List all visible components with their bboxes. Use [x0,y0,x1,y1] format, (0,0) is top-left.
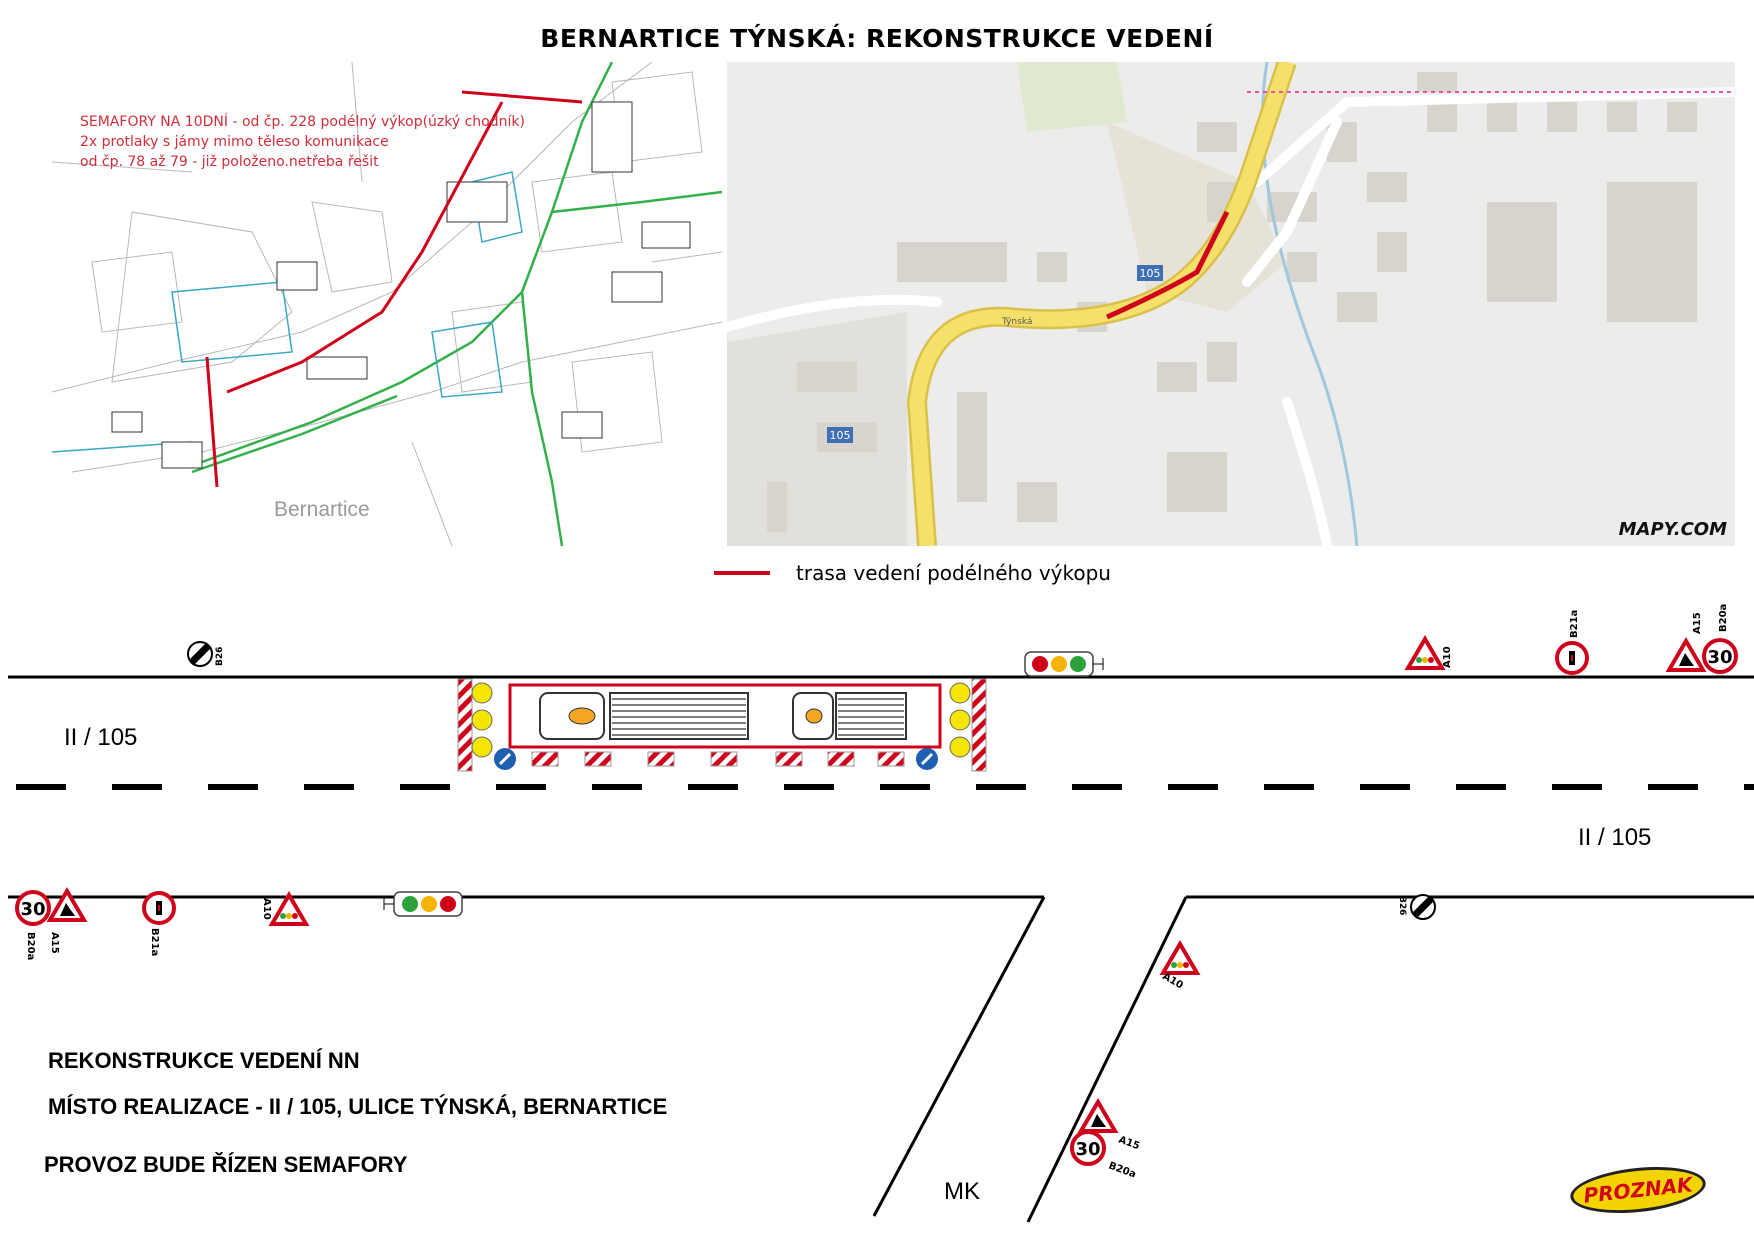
cad-note-line: 2x protlaky s jámy mimo těleso komunikac… [80,134,389,150]
sign-code-label: B20a [25,932,36,960]
speed-limit-value: 30 [1707,647,1732,668]
traffic-light-north [1024,651,1104,677]
map-route-line [1105,210,1230,320]
speed-limit-value: 30 [1075,1139,1100,1160]
sign-code-label: B20a [1718,604,1729,632]
cad-plan-drawing [52,62,722,546]
warning-light [471,682,493,704]
a15-sign-icon [48,889,86,922]
work-area-outline [508,683,942,749]
b26-sign-icon [188,642,212,666]
map-drawing: 105 105 Týnská [727,62,1735,546]
route-badge-label: 105 [1140,267,1161,280]
sign-code-label: B21a [1569,610,1580,638]
a15-sign-icon [1667,639,1705,672]
cad-route-crossing-north [461,90,583,104]
b26-sign-icon [1411,895,1435,919]
route-badge: 105 [1137,265,1163,281]
warning-light [949,709,971,731]
route-badge: 105 [827,427,853,443]
warning-light [471,736,493,758]
cad-notes: SEMAFORY NA 10DNÍ - od čp. 228 podélný v… [80,112,525,172]
a10-sign-icon [1406,637,1444,670]
sign-code-label: A10 [1442,646,1453,668]
cad-town-label: Bernartice [274,498,370,521]
side-road-label: MK [944,1178,980,1205]
keep-right-sign-icon [492,746,518,772]
sign-code-label: B26 [215,647,225,666]
page-title: BERNARTICE TÝNSKÁ: REKONSTRUKCE VEDENÍ [540,24,1214,53]
cad-plan-panel: SEMAFORY NA 10DNÍ - od čp. 228 podélný v… [52,62,722,546]
speed-limit-value: 30 [20,899,45,920]
legend: trasa vedení podélného výkopu [714,558,1111,588]
barrier-board [531,751,905,767]
a15-sign-icon [1079,1100,1117,1133]
keep-right-sign-icon [914,746,940,772]
cad-route-line [226,101,504,394]
proznak-logo-text: PROZNAK [1582,1172,1694,1208]
mapy-logo-text: MAPY.COM [1618,519,1727,540]
cad-route-crossing [205,356,219,488]
map-road-label: Týnská [1001,317,1032,327]
mapy-logo: MAPY.COM [1619,519,1727,540]
a10-sign-icon [1161,942,1199,975]
warning-light [471,709,493,731]
legend-line-swatch [714,571,770,575]
legend-label: trasa vedení podélného výkopu [796,561,1111,585]
traffic-scheme: B26 A10 B21a A15 30 B20a 30 B20a A15 B21… [8,604,1754,1223]
traffic-light-south [383,891,463,917]
road-label-right: II / 105 [1578,824,1652,851]
info-line-1: REKONSTRUKCE VEDENÍ NN [48,1048,360,1073]
cad-note-line: SEMAFORY NA 10DNÍ - od čp. 228 podélný v… [80,114,525,130]
sign-code-label: A10 [261,898,272,920]
map-panel: 105 105 Týnská MAPY.COM [727,62,1735,546]
sign-code-label: A15 [1117,1134,1141,1152]
info-line-3: PROVOZ BUDE ŘÍZEN SEMAFORY [44,1152,408,1177]
b21a-sign-icon [1555,641,1589,675]
truck [792,692,907,740]
sign-code-label: B26 [1397,896,1407,915]
barrier-end-west [457,678,473,772]
warning-light [949,736,971,758]
side-road-edge-right [1026,896,1188,1223]
route-badge-label: 105 [830,429,851,442]
info-line-2: MÍSTO REALIZACE - II / 105, ULICE TÝNSKÁ… [48,1094,668,1119]
barrier-end-east [971,678,987,772]
sign-code-label: A15 [49,932,60,954]
sign-code-label: A15 [1692,612,1703,634]
work-zone [457,678,987,772]
a10-sign-icon [270,893,308,926]
truck [539,692,749,740]
sign-code-label: B21a [149,928,160,956]
cad-note-line: od čp. 78 až 79 - již položeno.netřeba ř… [80,154,379,170]
side-road-edge-left [872,896,1046,1217]
b21a-sign-icon [142,891,176,925]
road-label-left: II / 105 [64,724,138,751]
warning-light [949,682,971,704]
sign-code-label: B20a [1107,1160,1137,1180]
